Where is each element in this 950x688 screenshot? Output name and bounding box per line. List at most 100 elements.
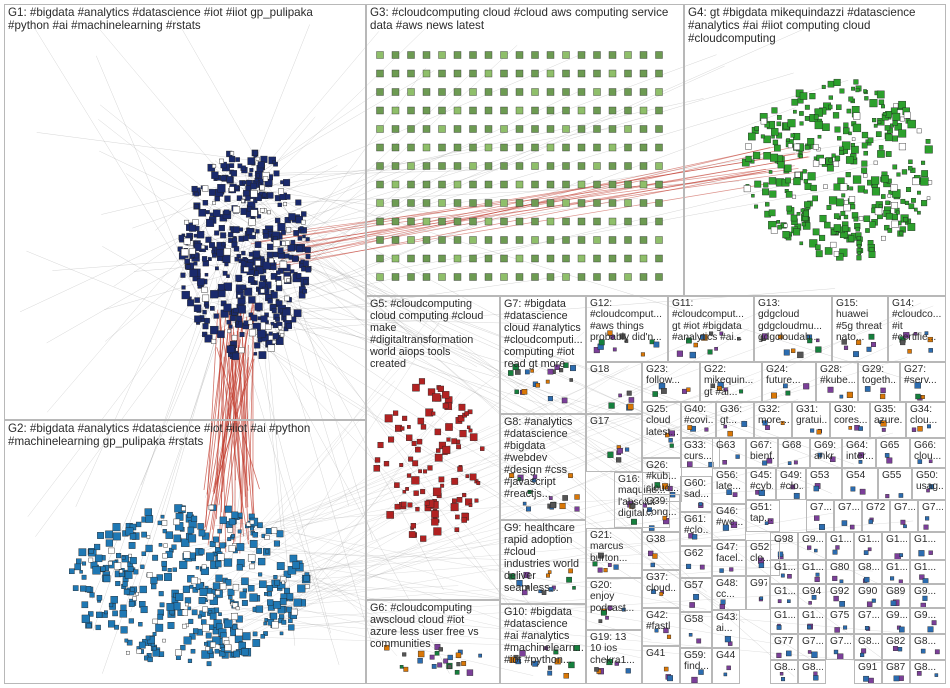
group-label-g28: G28: #kube... <box>820 364 855 387</box>
node <box>243 266 249 272</box>
group-label-g110: G1... <box>802 610 823 621</box>
node <box>86 623 92 629</box>
group-label-g50: G50: usag... <box>916 470 943 493</box>
node <box>212 201 216 205</box>
node <box>267 298 273 304</box>
node <box>213 536 219 543</box>
node <box>278 325 283 330</box>
node <box>228 324 233 329</box>
node <box>220 175 227 182</box>
node <box>192 219 199 226</box>
edge <box>219 230 652 505</box>
node <box>260 288 265 294</box>
group-box-g13: G13: gdgcloud gdgcloudmu... gdgcloudah..… <box>754 296 832 362</box>
edge <box>36 132 259 162</box>
node <box>81 614 90 623</box>
node <box>276 562 285 571</box>
group-label-g53: G53 <box>810 470 830 481</box>
edge <box>235 328 750 632</box>
node <box>112 523 121 532</box>
group-label-g43: G43: ai... <box>716 612 737 635</box>
node <box>81 601 89 609</box>
node <box>256 548 262 554</box>
node <box>128 618 134 624</box>
node <box>145 544 153 553</box>
node <box>129 533 137 540</box>
edge <box>199 12 443 248</box>
group-label-g2: G2: #bigdata #analytics #datascience #io… <box>8 422 311 448</box>
node <box>286 593 294 600</box>
edge <box>265 600 414 637</box>
group-box-g29: G29: togeth... <box>858 362 900 402</box>
group-box-g17: G17 <box>586 414 642 472</box>
node <box>193 204 199 209</box>
node <box>89 592 95 598</box>
node <box>209 612 217 620</box>
edge <box>224 116 316 224</box>
edge-strong <box>219 350 249 545</box>
edge <box>132 203 202 229</box>
node <box>162 553 168 559</box>
edge-strong <box>240 344 249 528</box>
node <box>244 258 249 262</box>
group-box-g90: G90 <box>854 584 882 608</box>
edge <box>95 23 216 167</box>
edge <box>258 230 711 535</box>
group-box-g19: G19: 13 10 ios chekra1... <box>586 630 642 684</box>
group-label-g108: G1... <box>774 586 795 597</box>
node <box>219 542 226 549</box>
group-label-g72: G72 <box>866 502 886 513</box>
group-box-g35: G35: azure... <box>870 402 906 438</box>
edge <box>288 392 461 611</box>
group-box-g93: G9... <box>910 584 946 608</box>
node <box>220 232 227 239</box>
group-label-g8: G8: #analytics #datascience #bigdata #we… <box>504 416 573 501</box>
group-label-g88: G8... <box>914 662 937 673</box>
node <box>140 605 148 614</box>
node <box>198 208 207 217</box>
edge <box>284 598 595 620</box>
node <box>267 192 274 199</box>
node <box>211 249 215 254</box>
group-box-g60: G60: sad... <box>680 476 712 512</box>
node <box>120 604 127 611</box>
group-box-g51: G51: tap... <box>746 500 780 532</box>
group-label-g51: G51: tap... <box>750 502 773 525</box>
node <box>108 547 115 554</box>
group-box-g67: G67: bienf... <box>746 438 778 468</box>
node <box>133 569 139 575</box>
node <box>241 199 245 203</box>
group-box-g9: G9: healthcare rapid adoption #cloud ind… <box>500 520 586 604</box>
edge <box>244 286 745 624</box>
node <box>219 516 227 524</box>
group-box-g76: G7... <box>854 608 882 634</box>
node <box>94 543 101 551</box>
node <box>301 219 306 225</box>
edge-strong <box>239 308 255 523</box>
node <box>209 242 215 248</box>
node <box>247 319 253 325</box>
node <box>138 641 146 649</box>
group-label-g93: G9... <box>914 586 937 597</box>
node <box>235 320 240 325</box>
node <box>188 618 194 624</box>
group-label-g18: G18 <box>590 364 610 375</box>
node <box>135 592 139 596</box>
node <box>232 624 238 630</box>
edge <box>221 521 526 629</box>
node <box>214 266 219 271</box>
node <box>248 251 254 257</box>
node <box>253 352 258 356</box>
group-label-g68: G68 <box>782 440 802 451</box>
edge <box>242 546 437 633</box>
node <box>276 280 282 286</box>
node <box>94 554 103 563</box>
node <box>233 307 239 314</box>
group-label-g14: G14: #cloudco... #it #certifie... <box>892 298 942 344</box>
node <box>202 185 209 192</box>
group-label-g30: G30: cores... <box>834 404 867 427</box>
node <box>166 603 175 611</box>
node <box>200 244 205 249</box>
edge <box>197 508 681 590</box>
group-box-g61: G61: #clo... <box>680 512 712 546</box>
